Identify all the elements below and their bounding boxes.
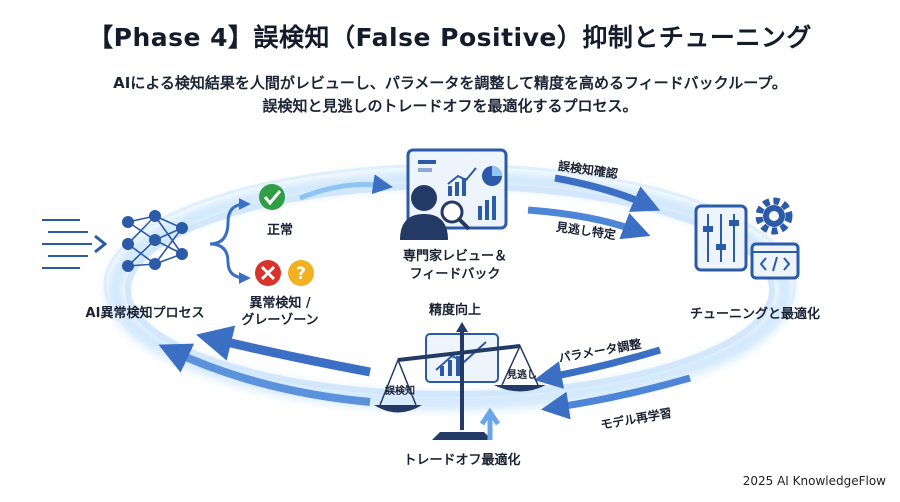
sliders-icon [694,204,748,272]
subtitle-line-1: AIによる検知結果を人間がレビューし、パラメータを調整して精度を高めるフィードバ… [113,74,787,92]
label-ai-process: AI異常検知プロセス [85,306,205,321]
arrow-return-left-2 [158,343,371,406]
magnifier-icon [440,200,471,231]
neural-network-icon [122,210,188,272]
cross-icon [255,260,281,286]
arrow-return-left [196,325,371,377]
label-scale-left: 誤検知 [385,386,415,397]
page-title: 【Phase 4】誤検知（False Positive）抑制とチューニング [88,23,812,52]
arrow-param-adjust [533,346,662,389]
label-anomaly-2: グレーゾーン [241,313,319,328]
label-expert-1: 専門家レビュー＆ [402,249,507,264]
label-precision: 精度向上 [428,303,481,318]
branch-normal [209,198,251,246]
label-anomaly-1: 異常検知 / [249,296,311,311]
svg-text:?: ? [296,264,306,284]
balance-scale-icon [374,322,546,440]
label-tuning: チューニングと最適化 [689,307,820,322]
arrow-fp-check [554,174,661,212]
check-icon [259,184,285,210]
subtitle-line-2: 誤検知と見逃しのトレードオフを最適化するプロセス。 [262,97,638,115]
gear-icon [755,197,793,235]
up-arrow-icon [479,407,501,440]
footer-credit: 2025 AI KnowledgeFlow [742,474,886,488]
input-stream-icon [42,219,108,269]
label-scale-right: 見逃し [507,370,537,381]
branch-anomaly [209,242,251,284]
expert-dashboard-icon [400,148,508,240]
code-window-icon [750,242,800,280]
label-tradeoff: トレードオフ最適化 [403,453,521,468]
arrow-miss-identify [527,206,651,240]
label-normal: 正常 [266,223,293,238]
label-expert-2: フィードバック [409,267,501,282]
arrow-to-expert [299,174,393,201]
question-icon: ? [288,260,314,286]
arrow-model-retrain [540,374,691,420]
